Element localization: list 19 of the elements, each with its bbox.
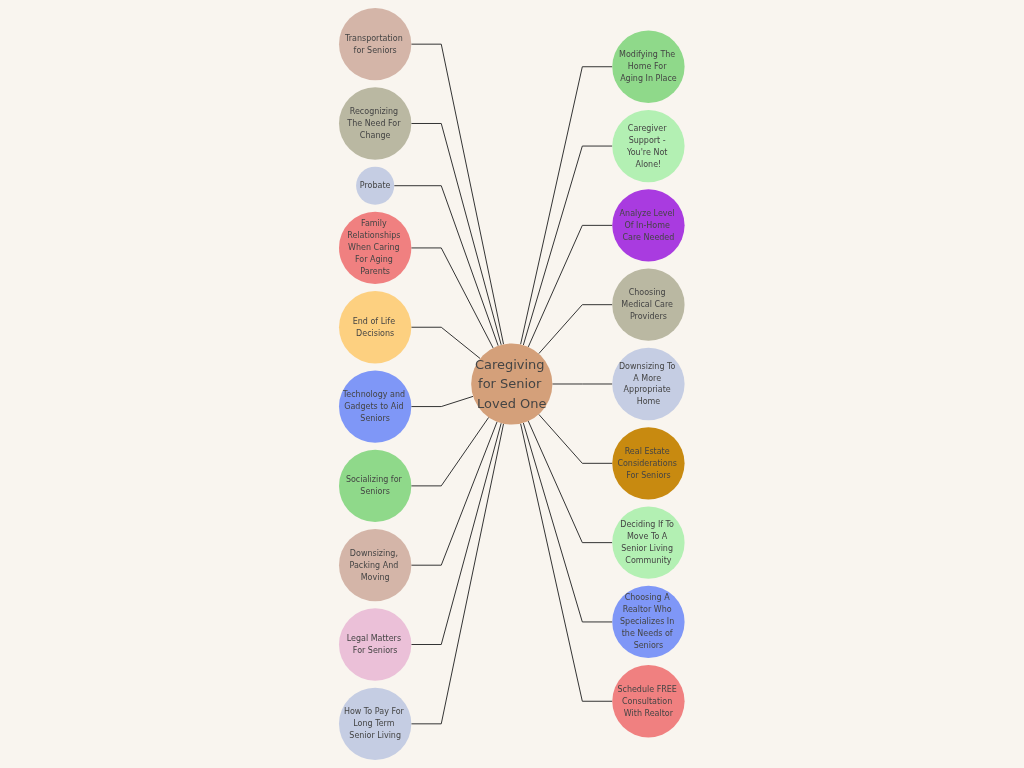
connector — [411, 247, 494, 349]
connector — [538, 304, 613, 355]
connector — [411, 421, 498, 566]
connector — [528, 224, 613, 348]
connector — [411, 423, 505, 725]
node-circle: Caregiving for Senior Loved One — [471, 343, 553, 425]
connector — [538, 413, 613, 464]
connector — [523, 145, 613, 346]
connector — [520, 66, 613, 345]
connector — [411, 395, 474, 408]
connector — [411, 422, 502, 645]
connector — [393, 185, 499, 347]
connector — [411, 43, 505, 345]
connector — [523, 422, 613, 623]
connector — [411, 123, 502, 346]
connector — [411, 326, 481, 360]
connector — [411, 416, 490, 487]
connector — [520, 423, 613, 702]
connector — [528, 420, 613, 544]
